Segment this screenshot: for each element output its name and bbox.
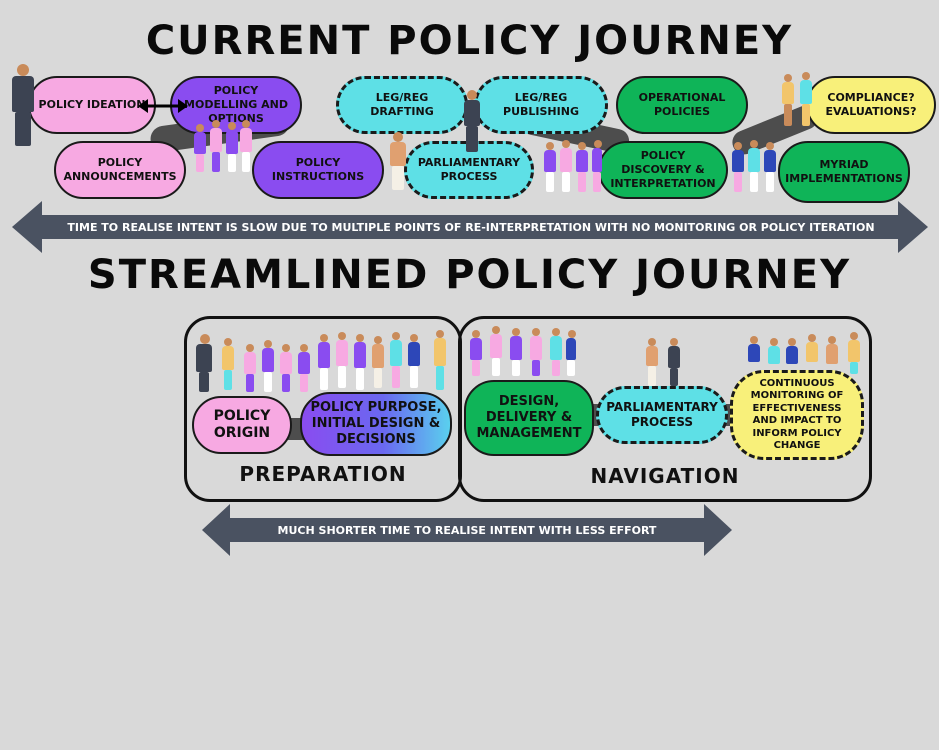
arrow-left-icon xyxy=(12,201,42,253)
myriad-implementations-step: Myriad Implementations xyxy=(778,141,910,203)
people-group-icon xyxy=(780,72,822,130)
policy-origin-step: Policy Origin xyxy=(192,396,292,454)
compliance-step: Compliance? Evaluations? xyxy=(806,76,936,134)
operational-policies-step: Operational Policies xyxy=(616,76,748,134)
leg-reg-publishing-step: Leg/Reg Publishing xyxy=(474,76,608,134)
people-group-icon xyxy=(732,140,780,194)
current-time-arrow: Time to realise intent is slow due to mu… xyxy=(40,215,902,239)
leg-reg-drafting-step: Leg/Reg Drafting xyxy=(336,76,468,134)
policy-purpose-step: Policy Purpose, Initial Design & Decisio… xyxy=(300,392,452,456)
policy-ideation-step: Policy Ideation xyxy=(28,76,156,134)
policy-origin-label: Policy Origin xyxy=(213,407,271,442)
myriad-implementations-label: Myriad Implementations xyxy=(785,158,903,185)
arrow-right-icon xyxy=(898,201,928,253)
policy-announcements-step: Policy Announcements xyxy=(54,141,186,199)
person-icon xyxy=(10,64,36,148)
policy-discovery-step: Policy Discovery & Interpretation xyxy=(598,141,728,199)
arrow-left-icon xyxy=(202,504,230,556)
arrow-right-icon xyxy=(704,504,732,556)
navigation-panel xyxy=(458,316,872,502)
people-group-icon xyxy=(194,120,254,174)
people-group-icon xyxy=(542,140,604,194)
bidirectional-arrow-icon xyxy=(138,99,188,113)
policy-instructions-label: Policy Instructions xyxy=(271,156,365,183)
design-delivery-label: Design, Delivery & Management xyxy=(476,393,582,442)
people-group-icon xyxy=(468,326,578,378)
person-icon xyxy=(462,90,482,154)
leg-reg-drafting-label: Leg/Reg Drafting xyxy=(370,91,434,118)
policy-discovery-label: Policy Discovery & Interpretation xyxy=(610,149,716,190)
operational-policies-label: Operational Policies xyxy=(638,91,726,118)
policy-modelling-step: Policy Modelling and Options xyxy=(170,76,302,134)
streamlined-time-arrow-label: Much shorter time to realise intent with… xyxy=(277,523,657,537)
streamlined-time-arrow: Much shorter time to realise intent with… xyxy=(228,518,706,542)
streamlined-parliamentary-process-step: Parliamentary Process xyxy=(596,386,728,444)
design-delivery-step: Design, Delivery & Management xyxy=(464,380,594,456)
people-group-icon xyxy=(196,330,458,394)
continuous-monitoring-label: Continuous Monitoring of Effectiveness a… xyxy=(750,377,844,452)
policy-instructions-step: Policy Instructions xyxy=(252,141,384,199)
continuous-monitoring-step: Continuous Monitoring of Effectiveness a… xyxy=(730,370,864,460)
preparation-label: Preparation xyxy=(239,462,407,486)
streamlined-journey-title: Streamlined Policy Journey xyxy=(87,252,852,298)
current-journey-title: Current Policy Journey xyxy=(145,18,794,64)
policy-announcements-label: Policy Announcements xyxy=(63,156,177,183)
policy-ideation-label: Policy Ideation xyxy=(38,98,146,112)
streamlined-parliamentary-process-label: Parliamentary Process xyxy=(606,400,718,429)
current-time-arrow-label: Time to realise intent is slow due to mu… xyxy=(67,220,875,234)
person-icon xyxy=(388,132,408,192)
policy-purpose-label: Policy Purpose, Initial Design & Decisio… xyxy=(310,399,442,448)
people-group-icon xyxy=(644,338,684,388)
leg-reg-publishing-label: Leg/Reg Publishing xyxy=(503,91,579,118)
people-group-icon xyxy=(746,330,862,374)
compliance-label: Compliance? Evaluations? xyxy=(825,91,917,118)
navigation-label: Navigation xyxy=(590,464,740,488)
parliamentary-process-label: Parliamentary Process xyxy=(417,156,521,183)
policy-modelling-label: Policy Modelling and Options xyxy=(184,84,288,125)
